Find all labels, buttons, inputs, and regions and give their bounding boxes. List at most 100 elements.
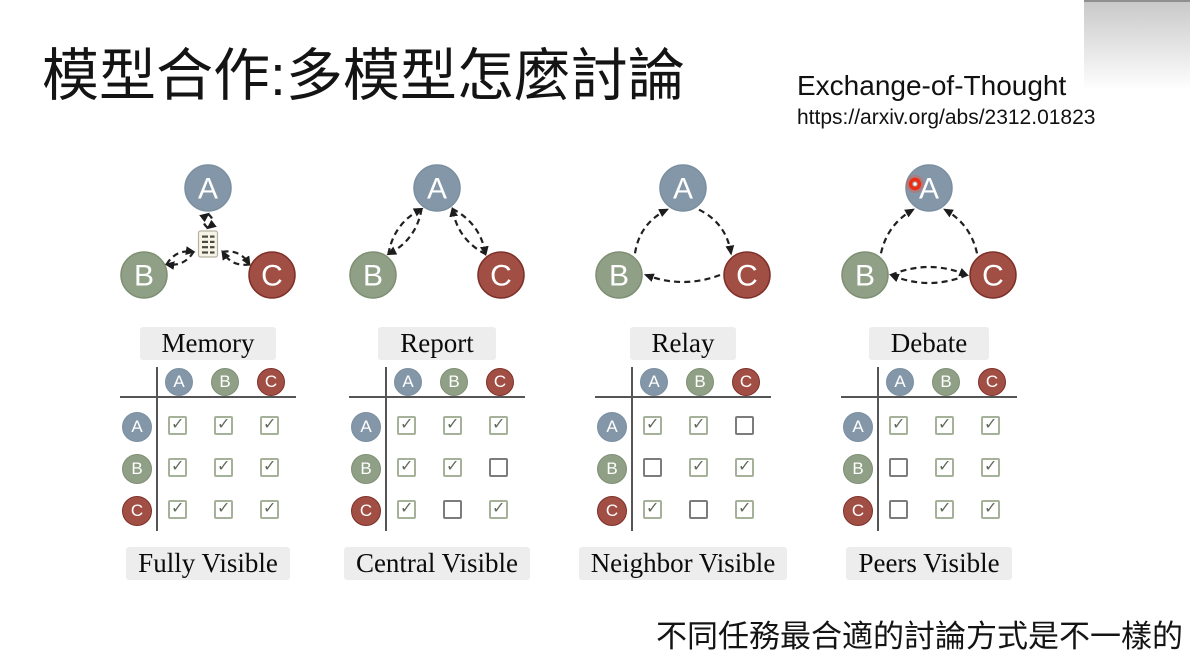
node-c: C xyxy=(969,251,1017,299)
check-icon: ✓ xyxy=(446,458,460,475)
edge xyxy=(206,213,217,230)
node-b: B xyxy=(120,251,168,299)
check-icon: ✓ xyxy=(217,416,231,433)
slide-title: 模型合作:多模型怎麼討論 xyxy=(42,44,685,108)
check-icon: ✓ xyxy=(646,416,660,433)
checkbox-checked: ✓ xyxy=(168,458,187,477)
matrix-row-node: A xyxy=(351,412,381,442)
laser-pointer-dot xyxy=(906,175,924,193)
checkbox-checked: ✓ xyxy=(260,416,279,435)
edge xyxy=(386,208,423,256)
matrix-row-node: B xyxy=(597,454,627,484)
matrix-row-node: A xyxy=(597,412,627,442)
node-label: A xyxy=(198,173,218,206)
check-icon: ✓ xyxy=(938,500,952,517)
check-icon: ✓ xyxy=(938,458,952,475)
checkbox-checked: ✓ xyxy=(981,458,1000,477)
matrix-header-node: A xyxy=(640,368,668,396)
paper-reference: Exchange-of-Thought https://arxiv.org/ab… xyxy=(797,70,1095,130)
mode-label: Report xyxy=(378,327,496,360)
edge xyxy=(943,208,979,254)
matrix-header-node: C xyxy=(978,368,1006,396)
matrix-header-node: C xyxy=(486,368,514,396)
matrix-header-node: A xyxy=(165,368,193,396)
visibility-label: Peers Visible xyxy=(846,547,1012,580)
communication-graph: A B C xyxy=(120,164,296,299)
visibility-label-wrap: Neighbor Visible xyxy=(568,547,798,580)
checkbox-checked: ✓ xyxy=(489,500,508,519)
check-icon: ✓ xyxy=(217,458,231,475)
checkbox-checked: ✓ xyxy=(889,416,908,435)
edge xyxy=(451,207,489,257)
check-icon: ✓ xyxy=(400,416,414,433)
check-icon: ✓ xyxy=(738,500,752,517)
mode-label-wrap: Memory xyxy=(93,327,323,360)
checkbox-checked: ✓ xyxy=(397,458,416,477)
check-icon: ✓ xyxy=(171,500,185,517)
checkbox-unchecked xyxy=(689,500,708,519)
checkbox-unchecked xyxy=(443,500,462,519)
matrix-header-node: C xyxy=(732,368,760,396)
node-label: C xyxy=(261,260,283,293)
check-icon: ✓ xyxy=(446,416,460,433)
check-icon: ✓ xyxy=(692,458,706,475)
checkbox-checked: ✓ xyxy=(735,458,754,477)
check-icon: ✓ xyxy=(263,416,277,433)
checkbox-checked: ✓ xyxy=(689,416,708,435)
checkbox-checked: ✓ xyxy=(935,458,954,477)
checkbox-checked: ✓ xyxy=(168,500,187,519)
matrix-horizontal-line xyxy=(841,396,1017,398)
checkbox-checked: ✓ xyxy=(397,416,416,435)
mode-label-wrap: Debate xyxy=(814,327,1044,360)
check-icon: ✓ xyxy=(263,458,277,475)
check-icon: ✓ xyxy=(738,458,752,475)
edge xyxy=(879,208,915,254)
matrix-horizontal-line xyxy=(595,396,771,398)
node-a: A xyxy=(659,164,707,212)
edge xyxy=(643,273,721,284)
checkbox-unchecked xyxy=(735,416,754,435)
matrix-vertical-line xyxy=(385,367,387,531)
checkbox-checked: ✓ xyxy=(981,500,1000,519)
bottom-caption: 不同任務最合適的討論方式是不一樣的 xyxy=(656,619,1183,654)
check-icon: ✓ xyxy=(984,500,998,517)
node-label: B xyxy=(363,260,383,293)
matrix-horizontal-line xyxy=(349,396,525,398)
mode-label-wrap: Report xyxy=(322,327,552,360)
checkbox-checked: ✓ xyxy=(443,416,462,435)
check-icon: ✓ xyxy=(984,416,998,433)
check-icon: ✓ xyxy=(938,416,952,433)
node-a: A xyxy=(413,164,461,212)
check-icon: ✓ xyxy=(646,500,660,517)
checkbox-checked: ✓ xyxy=(935,416,954,435)
edge xyxy=(222,250,251,267)
checkbox-checked: ✓ xyxy=(643,416,662,435)
matrix-header-node: C xyxy=(257,368,285,396)
checkbox-unchecked xyxy=(489,458,508,477)
check-icon: ✓ xyxy=(263,500,277,517)
paper-url: https://arxiv.org/abs/2312.01823 xyxy=(797,106,1096,129)
checkbox-unchecked xyxy=(643,458,662,477)
check-icon: ✓ xyxy=(492,416,506,433)
paper-title: Exchange-of-Thought xyxy=(797,70,1067,101)
node-c: C xyxy=(248,251,296,299)
matrix-header-node: B xyxy=(932,368,960,396)
visibility-label-wrap: Peers Visible xyxy=(814,547,1044,580)
matrix-header-node: A xyxy=(886,368,914,396)
matrix-horizontal-line xyxy=(120,396,296,398)
checkbox-checked: ✓ xyxy=(214,500,233,519)
checkbox-checked: ✓ xyxy=(689,458,708,477)
node-b: B xyxy=(841,251,889,299)
checkbox-checked: ✓ xyxy=(397,500,416,519)
node-a: A xyxy=(184,164,232,212)
matrix-row-node: C xyxy=(122,496,152,526)
check-icon: ✓ xyxy=(171,458,185,475)
corner-overlay xyxy=(1084,0,1190,98)
